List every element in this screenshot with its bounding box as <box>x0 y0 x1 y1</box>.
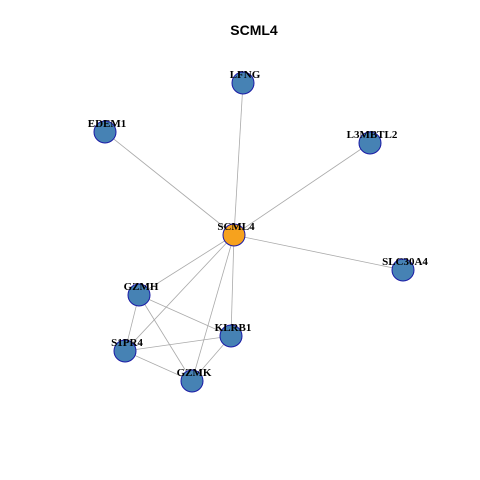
node-circle-lfng <box>231 71 255 95</box>
node-edem1: EDEM1 <box>88 118 127 144</box>
edge-scml4-klrb1 <box>230 234 235 337</box>
node-circle-gzmh <box>127 283 151 307</box>
edge-scml4-gzmh <box>138 234 235 296</box>
node-circle-slc30a4 <box>391 258 415 282</box>
edge-scml4-l3mbtl2 <box>233 142 371 236</box>
node-circle-klrb1 <box>219 324 243 348</box>
node-circle-scml4 <box>222 223 246 247</box>
node-label-gzmh: GZMH <box>124 281 159 293</box>
edge-s1pr4-gzmk <box>124 350 193 382</box>
node-label-gzmk: GZMK <box>177 367 212 379</box>
diagram-title: SCML4 <box>230 22 278 38</box>
edge-scml4-gzmk <box>191 234 235 382</box>
node-label-l3mbtl2: L3MBTL2 <box>347 129 398 141</box>
node-l3mbtl2: L3MBTL2 <box>347 129 398 155</box>
node-lfng: LFNG <box>230 69 261 95</box>
node-circle-l3mbtl2 <box>358 131 382 155</box>
edge-scml4-lfng <box>233 82 244 236</box>
node-label-scml4: SCML4 <box>217 221 255 233</box>
node-label-s1pr4: S1PR4 <box>111 337 143 349</box>
node-label-lfng: LFNG <box>230 69 261 81</box>
edge-s1pr4-klrb1 <box>124 335 232 352</box>
edge-scml4-slc30a4 <box>233 234 404 271</box>
node-circle-gzmk <box>180 369 204 393</box>
edge-scml4-edem1 <box>104 131 235 236</box>
edge-gzmh-klrb1 <box>138 294 232 337</box>
node-s1pr4: S1PR4 <box>111 337 143 363</box>
node-gzmk: GZMK <box>177 367 212 393</box>
edge-gzmh-gzmk <box>138 294 193 382</box>
node-gzmh: GZMH <box>124 281 159 307</box>
node-klrb1: KLRB1 <box>215 322 252 348</box>
node-slc30a4: SLC30A4 <box>382 256 428 282</box>
node-scml4: SCML4 <box>217 221 255 247</box>
node-label-slc30a4: SLC30A4 <box>382 256 428 268</box>
node-circle-edem1 <box>93 120 117 144</box>
node-circle-s1pr4 <box>113 339 137 363</box>
edge-scml4-s1pr4 <box>124 234 235 352</box>
node-label-klrb1: KLRB1 <box>215 322 252 334</box>
node-label-edem1: EDEM1 <box>88 118 127 130</box>
